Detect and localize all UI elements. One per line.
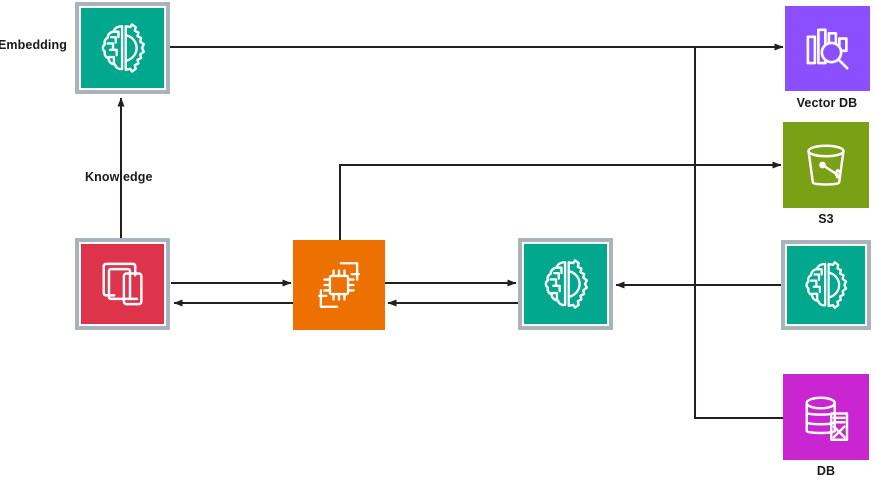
bucket-icon xyxy=(807,144,845,186)
vector-search-icon xyxy=(806,27,849,70)
tablet-phone-icon xyxy=(102,262,143,306)
node-db[interactable]: DB xyxy=(783,374,869,478)
node-embedding-box xyxy=(75,2,170,94)
cpu-chip-icon xyxy=(317,262,361,308)
node-front-end-web-fill xyxy=(81,244,164,324)
brain-gear-icon xyxy=(101,23,145,73)
node-db-box xyxy=(783,374,869,460)
node-s3-fill xyxy=(783,122,869,208)
database-document-icon xyxy=(805,396,849,441)
node-front-end-web-box xyxy=(75,238,170,330)
node-vector-db-label: Vector DB xyxy=(796,96,858,110)
node-db-label: DB xyxy=(816,464,836,478)
node-service-fill xyxy=(293,240,385,330)
node-rerank[interactable]: Rerank xyxy=(781,240,871,330)
node-claude[interactable]: Claude 3.7 Sonet xyxy=(518,238,613,330)
node-embedding-fill xyxy=(81,8,164,88)
node-rerank-fill xyxy=(787,246,865,324)
edge-label-knowledge: Knowledge xyxy=(85,170,153,184)
node-db-fill xyxy=(783,374,869,460)
brain-gear-icon xyxy=(805,261,848,309)
node-s3[interactable]: S3 xyxy=(783,122,869,226)
edge-db-to-trunk xyxy=(694,47,783,419)
node-vector-db-fill xyxy=(785,6,870,91)
node-vector-db-box xyxy=(785,6,870,91)
node-embedding-label: Embedding xyxy=(0,38,67,52)
node-claude-fill xyxy=(524,244,607,324)
node-claude-box xyxy=(518,238,613,330)
edge-service-to-s3 xyxy=(339,161,782,240)
node-embedding[interactable]: Embedding xyxy=(0,2,170,94)
node-vector-db[interactable]: Vector DB xyxy=(785,6,870,110)
node-s3-box xyxy=(783,122,869,208)
node-s3-label: S3 xyxy=(818,212,834,226)
node-rerank-box xyxy=(781,240,871,330)
node-service-box xyxy=(293,240,385,330)
brain-gear-icon xyxy=(544,259,588,309)
node-front-end-web[interactable]: Front-End Web xyxy=(75,238,170,330)
node-service[interactable]: Service xyxy=(293,240,385,330)
